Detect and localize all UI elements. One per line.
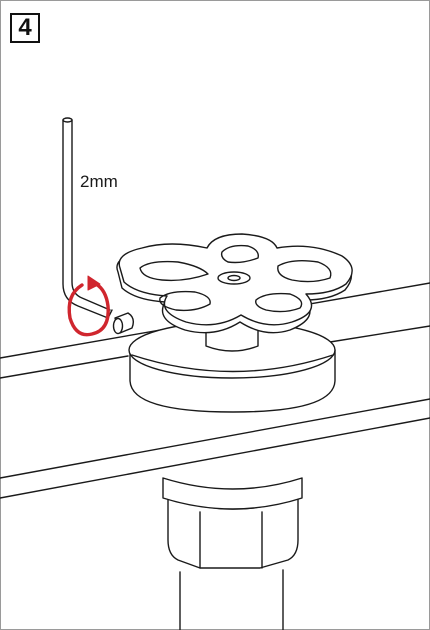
pipe: [179, 569, 284, 630]
step-number-badge: 4: [10, 13, 40, 43]
allen-key-size-label: 2mm: [80, 172, 118, 191]
grub-screw: [112, 312, 135, 335]
base-disc: [128, 321, 336, 413]
hex-nut: [162, 477, 303, 569]
rotate-counterclockwise-icon: [67, 275, 110, 337]
step-number: 4: [18, 14, 32, 41]
valve-handwheel: [116, 233, 353, 334]
